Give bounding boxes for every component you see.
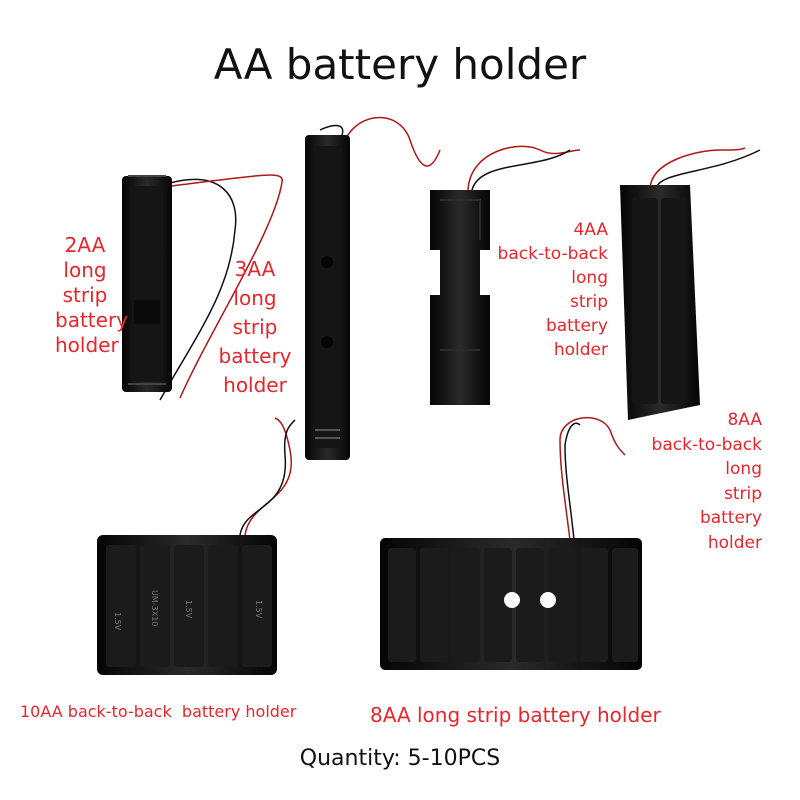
label-4aa: 4AA back-to-back long strip battery hold… [497,220,608,360]
holder-8aa-b2b-image [620,147,761,420]
svg-text:UM-3X10: UM-3X10 [150,590,159,626]
svg-text:1.5V: 1.5V [113,612,122,631]
svg-text:1.5V: 1.5V [254,600,263,619]
holder-10aa-image: 1.5V UM-3X10 1.5V 1.5V [97,417,296,675]
label-8aa-long-strip: 8AA long strip battery holder [370,703,661,727]
holder-2aa-image [122,174,283,401]
label-10aa: 10AA back-to-back battery holder [20,702,297,721]
label-3aa: 3AA long strip battery holder [218,257,292,397]
svg-text:1.5V: 1.5V [184,600,193,619]
holder-8aa-strip-image [380,416,642,670]
label-2aa: 2AA long strip battery holder [55,233,128,357]
holder-4aa-image [430,145,581,405]
page-title: AA battery holder [213,40,587,89]
holder-3aa-image [305,116,441,460]
quantity-text: Quantity: 5-10PCS [299,746,501,771]
label-8aa-back-to-back: 8AA back-to-back long strip battery hold… [651,410,762,553]
